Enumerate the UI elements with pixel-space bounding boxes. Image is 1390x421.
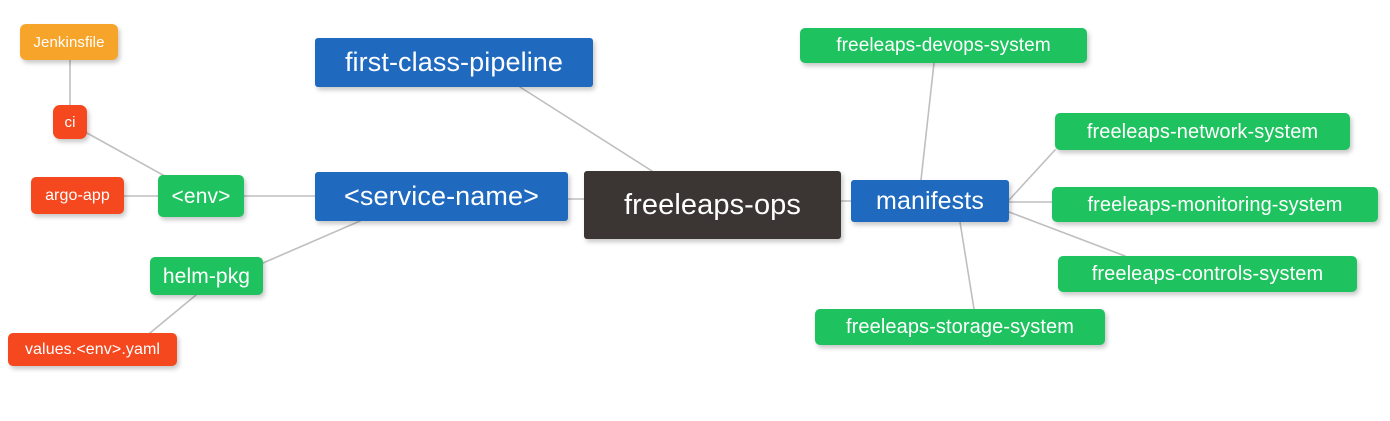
edge-manifests-to-devops <box>920 62 935 181</box>
mindmap-node-ci[interactable]: ci <box>53 105 87 139</box>
mindmap-node-values-yaml[interactable]: values.<env>.yaml <box>8 333 177 366</box>
mindmap-node-controls[interactable]: freeleaps-controls-system <box>1058 256 1357 292</box>
mindmap-node-jenkinsfile[interactable]: Jenkinsfile <box>20 24 118 60</box>
mindmap-node-service-name[interactable]: <service-name> <box>315 172 568 221</box>
mindmap-node-argo-app[interactable]: argo-app <box>31 177 124 214</box>
mindmap-node-network[interactable]: freeleaps-network-system <box>1055 113 1350 150</box>
edge-manifests-to-storage <box>959 221 975 310</box>
mindmap-node-pipeline[interactable]: first-class-pipeline <box>315 38 593 87</box>
mindmap-node-env[interactable]: <env> <box>158 175 244 217</box>
mindmap-node-devops[interactable]: freeleaps-devops-system <box>800 28 1087 63</box>
mindmap-node-manifests[interactable]: manifests <box>851 180 1009 222</box>
mindmap-node-storage[interactable]: freeleaps-storage-system <box>815 309 1105 345</box>
edge-values-yaml-to-helm-pkg <box>149 294 197 334</box>
edge-helm-pkg-to-service-name <box>262 220 361 264</box>
mindmap-node-helm-pkg[interactable]: helm-pkg <box>150 257 263 295</box>
mindmap-node-freeleaps-ops[interactable]: freeleaps-ops <box>584 171 841 239</box>
edge-manifests-to-network <box>1008 149 1056 201</box>
edge-pipeline-to-freeleaps-ops <box>519 86 653 172</box>
mindmap-node-monitoring[interactable]: freeleaps-monitoring-system <box>1052 187 1378 222</box>
